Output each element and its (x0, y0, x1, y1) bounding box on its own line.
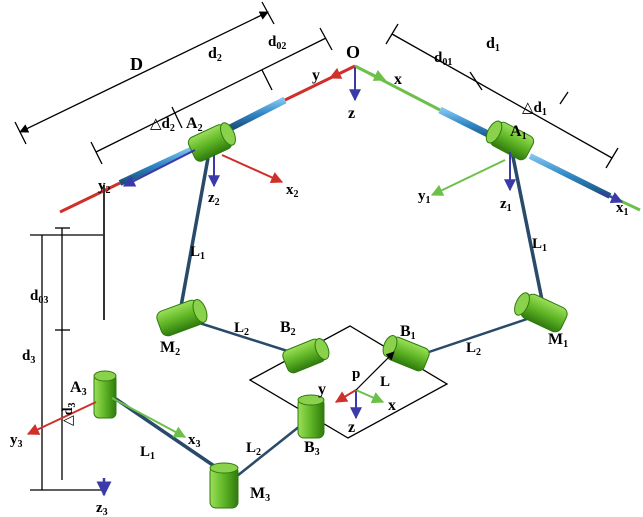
label-L1-a1: L1 (532, 236, 547, 254)
label-dd3: △d3 (61, 402, 78, 426)
joint-b1 (382, 335, 430, 372)
label-M2: M2 (160, 339, 180, 358)
link-l2-m3-b3 (231, 417, 311, 481)
label-dd1: △d1 (522, 100, 547, 118)
label-z: z (348, 419, 355, 436)
label-L1-a2: L1 (190, 244, 205, 262)
label-L: L (380, 374, 390, 390)
dimension-lines (14, 1, 619, 491)
joint-b2 (282, 338, 330, 374)
label-x: x (388, 397, 396, 414)
label-B2: B2 (280, 319, 296, 338)
label-z3: z3 (96, 500, 108, 517)
label-y2: y2 (98, 178, 111, 196)
label-y1: y1 (418, 188, 431, 206)
label-A3: A3 (70, 379, 87, 398)
label-d03: d03 (30, 288, 48, 306)
label-D: D (130, 54, 143, 74)
label-M3: M3 (250, 485, 270, 504)
label-A1: A1 (510, 123, 527, 142)
label-x2: x2 (286, 182, 299, 200)
label-dd2: △d2 (150, 116, 175, 134)
label-x3: x3 (188, 432, 201, 450)
link-l1-a2-m2 (178, 157, 210, 313)
label-d3: d3 (22, 348, 35, 366)
label-z1: z1 (500, 196, 512, 214)
label-L2-m3: L2 (246, 440, 261, 458)
label-M1: M1 (548, 331, 568, 350)
label-A2: A2 (186, 115, 203, 134)
label-L2-m1: L2 (466, 340, 481, 358)
link-l2-m2-b2 (189, 318, 301, 357)
joint-b3 (297, 394, 325, 439)
labels: O D d2 d02 △d2 d1 d01 △d1 d03 d3 △d3 A2 … (10, 34, 629, 517)
joint-a2 (187, 122, 236, 162)
joint-m2 (156, 299, 208, 337)
label-p: p (352, 366, 360, 382)
label-y: y (318, 381, 326, 398)
label-d01: d01 (434, 50, 452, 68)
joint-a1 (485, 120, 535, 161)
label-L2-m2: L2 (234, 320, 249, 338)
axes (26, 65, 624, 438)
label-origin: O (346, 42, 360, 62)
joint-a3 (93, 370, 117, 419)
joint-m3 (209, 462, 239, 509)
label-B3: B3 (304, 439, 320, 458)
label-x1: x1 (616, 200, 629, 218)
joint-m1 (514, 292, 568, 333)
link-l2-m1-b1 (419, 316, 531, 357)
label-d2: d2 (208, 45, 222, 64)
joints (93, 120, 568, 509)
label-L1-a3: L1 (140, 444, 155, 462)
label-d02: d02 (268, 34, 286, 52)
label-y3: y3 (10, 432, 23, 450)
label-d1: d1 (486, 35, 500, 54)
label-yO: y (312, 67, 320, 84)
label-zO: z (348, 105, 355, 122)
link-l1-a1-m1 (510, 151, 544, 301)
label-B1: B1 (400, 323, 416, 342)
label-xO: x (394, 71, 402, 88)
label-z2: z2 (208, 190, 220, 208)
